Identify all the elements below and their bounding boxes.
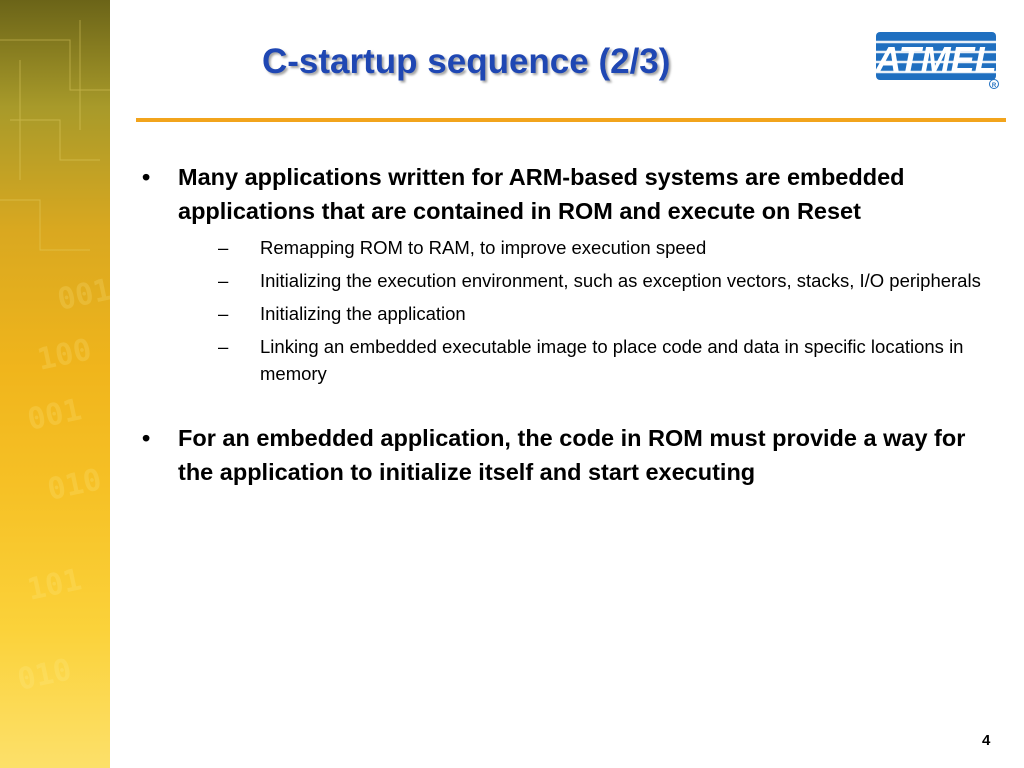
- sub-item-text: Initializing the application: [260, 303, 466, 324]
- svg-text:100: 100: [34, 332, 94, 378]
- slide-body: • Many applications written for ARM-base…: [140, 160, 1000, 489]
- svg-text:101: 101: [24, 562, 84, 608]
- svg-text:010: 010: [14, 652, 74, 698]
- registered-mark: R: [992, 83, 997, 89]
- sub-item-text: Initializing the execution environment, …: [260, 270, 981, 291]
- atmel-logo: ATMEL R: [874, 28, 1002, 90]
- sub-marker: –: [218, 237, 229, 258]
- circuit-board-pattern: 001 100 001 010 101 010: [0, 20, 110, 698]
- slide-title: C-startup sequence (2/3): [262, 42, 671, 81]
- bullet-1-text: Many applications written for ARM-based …: [178, 164, 905, 224]
- page-number: 4: [982, 732, 991, 749]
- logo-text: ATMEL: [876, 39, 997, 80]
- decorative-side-image: 001 100 001 010 101 010: [0, 0, 110, 768]
- bullet-1-subitems: – Remapping ROM to RAM, to improve execu…: [218, 234, 1000, 387]
- svg-text:001: 001: [24, 392, 84, 438]
- bullet-2: • For an embedded application, the code …: [140, 421, 1000, 489]
- sub-item: – Remapping ROM to RAM, to improve execu…: [218, 234, 1000, 261]
- bullet-1: • Many applications written for ARM-base…: [140, 160, 1000, 387]
- sub-item-text: Linking an embedded executable image to …: [260, 336, 964, 384]
- sub-item: – Initializing the execution environment…: [218, 267, 1000, 294]
- sub-item: – Linking an embedded executable image t…: [218, 333, 1000, 387]
- sub-marker: –: [218, 270, 229, 291]
- bullet-marker: •: [142, 425, 151, 451]
- bullet-marker: •: [142, 164, 151, 190]
- bullet-2-text: For an embedded application, the code in…: [178, 425, 966, 485]
- svg-text:001: 001: [54, 272, 110, 318]
- sub-item-text: Remapping ROM to RAM, to improve executi…: [260, 237, 707, 258]
- sub-marker: –: [218, 303, 229, 324]
- sub-item: – Initializing the application: [218, 300, 1000, 327]
- title-divider: [136, 118, 1006, 122]
- svg-text:010: 010: [44, 462, 104, 508]
- sub-marker: –: [218, 336, 229, 357]
